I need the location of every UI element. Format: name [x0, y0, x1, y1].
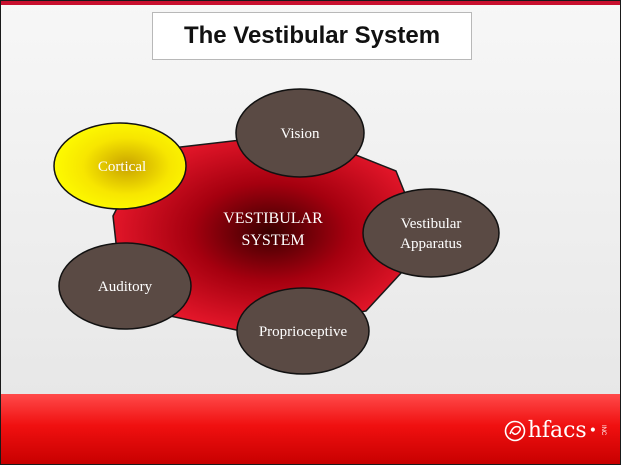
cortical-node: [53, 122, 187, 210]
center-label-line2: SYSTEM: [241, 232, 304, 249]
slide-title-text: The Vestibular System: [183, 22, 441, 49]
slide-title: The Vestibular System: [152, 12, 472, 60]
proprioceptive-label: Proprioceptive: [259, 324, 348, 340]
footer-bar: hfacs • INC: [1, 394, 620, 464]
auditory-label: Auditory: [98, 279, 153, 295]
vestibular-apparatus-label-line1: Vestibular: [401, 216, 462, 232]
proprioceptive-node: [236, 287, 370, 375]
cortical-label: Cortical: [98, 159, 146, 175]
vestibular-apparatus-label-line2: Apparatus: [400, 236, 462, 252]
hfacs-logo: hfacs • INC: [504, 418, 606, 443]
hfacs-swirl-icon: [504, 420, 525, 441]
center-label-line1: VESTIBULAR: [223, 210, 323, 227]
top-accent-bar: [1, 1, 620, 5]
logo-text: hfacs: [527, 418, 587, 443]
vision-node: [235, 88, 365, 178]
logo-dot-icon: •: [588, 422, 597, 439]
vision-label: Vision: [280, 126, 320, 142]
vestibular-diagram: VESTIBULAR SYSTEM Vision Cortical Vestib…: [53, 88, 500, 375]
auditory-node: [58, 242, 192, 330]
vestibular-apparatus-node: [362, 188, 500, 278]
logo-suffix: INC: [600, 425, 606, 436]
